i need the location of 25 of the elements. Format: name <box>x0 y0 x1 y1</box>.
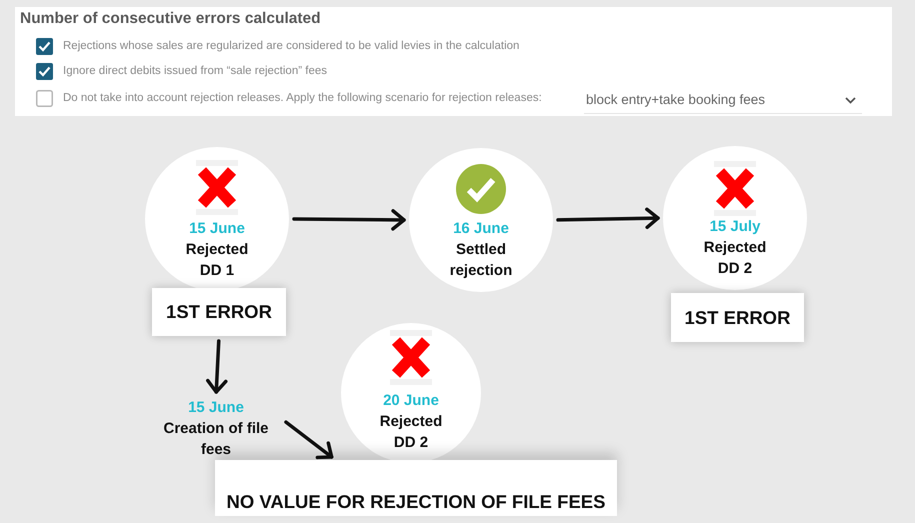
arrow <box>556 208 660 230</box>
status-box <box>152 288 286 336</box>
arrow <box>284 420 334 460</box>
option-label: Rejections whose sales are regularized are considered to be valid levies in the calculation <box>63 39 520 53</box>
status-box <box>671 293 804 342</box>
result-box <box>215 460 617 516</box>
status-text: 1ST ERROR <box>166 301 272 323</box>
result-text: NO VALUE FOR REJECTION OF FILE FEES <box>226 491 606 513</box>
date-text: 16 June <box>453 219 509 239</box>
status-text: 1ST ERROR <box>684 306 790 328</box>
date-text: 15 June <box>188 398 244 418</box>
option-label: Ignore direct debits issued from “sale rejection” fees <box>63 64 327 78</box>
arrow <box>206 339 228 394</box>
section-heading: Number of consecutive errors calculated <box>20 9 321 29</box>
event-text: Rejected DD 1 <box>184 240 250 281</box>
event-text: Rejected DD 2 <box>378 412 444 453</box>
event-text: Creation of file fees <box>162 419 270 460</box>
date-text: 15 June <box>189 219 245 239</box>
event-text: Rejected DD 2 <box>702 238 768 279</box>
option-label: Do not take into account rejection releases. Apply the following scenario for rejection releases: <box>63 91 542 105</box>
date-text: 20 June <box>383 391 439 411</box>
event-text: Settled rejection <box>448 240 514 281</box>
arrow <box>292 209 406 231</box>
date-text: 15 July <box>710 217 760 237</box>
dropdown: block entry+take booking fees <box>584 87 862 114</box>
